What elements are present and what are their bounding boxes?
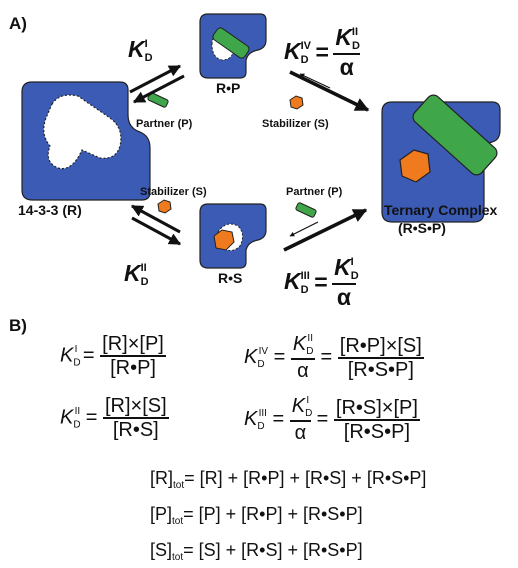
arrow-r-to-rp [129,64,182,94]
arrow-ternary-to-rs [289,221,319,237]
mass-balance-r: [R]tot= [R] + [R•P] + [R•S] + [R•S•P] [150,468,427,491]
kd-ii-label: KDII [124,260,149,288]
protein-rs [199,203,267,269]
arrow-rs-to-ternary [283,208,368,252]
arrow-rs-to-r [130,204,181,234]
arrow-r-to-rs [131,216,182,246]
rp-label: R•P [216,80,241,96]
stabilizer-label-bottom: Stabilizer (S) [140,186,207,198]
partner-label-bottom: Partner (P) [286,186,343,198]
protein-r [21,81,151,201]
arrow-rp-to-r [132,74,185,104]
protein-ternary [381,94,501,223]
r-label: 14-3-3 (R) [18,202,82,218]
stabilizer-icon-bottom [157,199,172,214]
stabilizer-label-top: Stabilizer (S) [262,118,329,130]
partner-icon-bottom [295,202,317,218]
partner-label-top: Partner (P) [136,118,193,130]
mass-balance-s: [S]tot= [S] + [R•S] + [R•S•P] [150,540,363,563]
equation-kd-ii: KDII = [R]×[S][R•S] [60,395,169,441]
panel-a-label: A) [9,14,27,33]
stabilizer-icon-top [289,95,304,110]
kd-iii-equation: KDIII = KDI α [284,254,359,310]
binding-scheme-diagram [21,13,501,269]
mass-balance-p: [P]tot= [P] + [R•P] + [R•S•P] [150,504,363,527]
ternary-title: Ternary Complex [384,202,498,218]
equation-kd-i: KDI = [R]×[P][R•P] [60,333,166,379]
panel-b-label: B) [9,316,27,335]
protein-rp [199,13,267,79]
arrow-ternary-to-rp [299,73,331,89]
kd-i-label: KDI [128,36,153,64]
rs-label: R•S [218,270,243,286]
ternary-formula: (R•S•P) [398,220,446,236]
kd-iv-equation: KDIV = KDII α [284,24,361,80]
arrow-rp-to-ternary [289,70,370,112]
